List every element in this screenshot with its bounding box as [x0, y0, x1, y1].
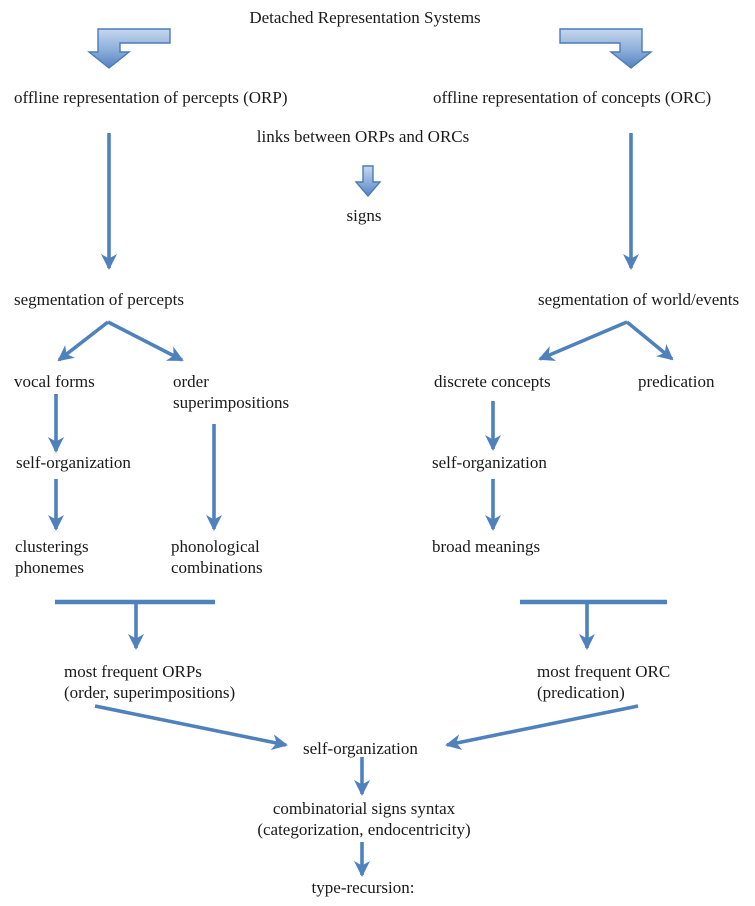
arrow-segworld-to-predication [625, 320, 674, 361]
node-links: links between ORPs and ORCs [256, 127, 470, 146]
node-type-recursion: type-recursion: [311, 878, 415, 897]
node-order-superimpositions: order superimpositions [173, 372, 290, 412]
elbow-arrow-right [559, 28, 653, 69]
arrow-orps-to-selforg-center [94, 704, 288, 751]
elbow-arrow-left [87, 28, 171, 69]
diagram-title: Detached Representation Systems [249, 8, 481, 27]
node-phonological-combinations: phonological combinations [171, 537, 263, 577]
node-self-organization-right: self-organization [432, 453, 547, 472]
node-segmentation-percepts: segmentation of percepts [14, 290, 184, 309]
arrow-segpercepts-to-vocalforms [57, 320, 110, 362]
node-combinatorial-signs: combinatorial signs syntax (categorizati… [257, 799, 471, 839]
node-broad-meanings: broad meanings [432, 537, 541, 556]
arrow-segworld-to-discrete [538, 320, 628, 361]
node-vocal-forms: vocal forms [14, 372, 95, 391]
node-most-frequent-orc: most frequent ORC (predication) [537, 662, 671, 702]
node-most-frequent-orps: most frequent ORPs (order, superimpositi… [64, 662, 236, 702]
arrow-segpercepts-to-order [107, 320, 184, 362]
arrow-orc-to-selforg-center [445, 704, 639, 751]
node-orc: offline representation of concepts (ORC) [433, 88, 712, 107]
node-segmentation-world: segmentation of world/events [538, 290, 740, 309]
node-clusterings-phonemes: clusterings phonemes [15, 537, 89, 577]
node-self-organization-left: self-organization [16, 453, 131, 472]
node-self-organization-center: self-organization [303, 739, 418, 758]
down-block-arrow-signs [354, 165, 382, 198]
node-orp: offline representation of percepts (ORP) [14, 88, 288, 107]
node-discrete-concepts: discrete concepts [434, 372, 551, 391]
node-predication: predication [638, 372, 715, 391]
node-signs: signs [346, 206, 382, 225]
